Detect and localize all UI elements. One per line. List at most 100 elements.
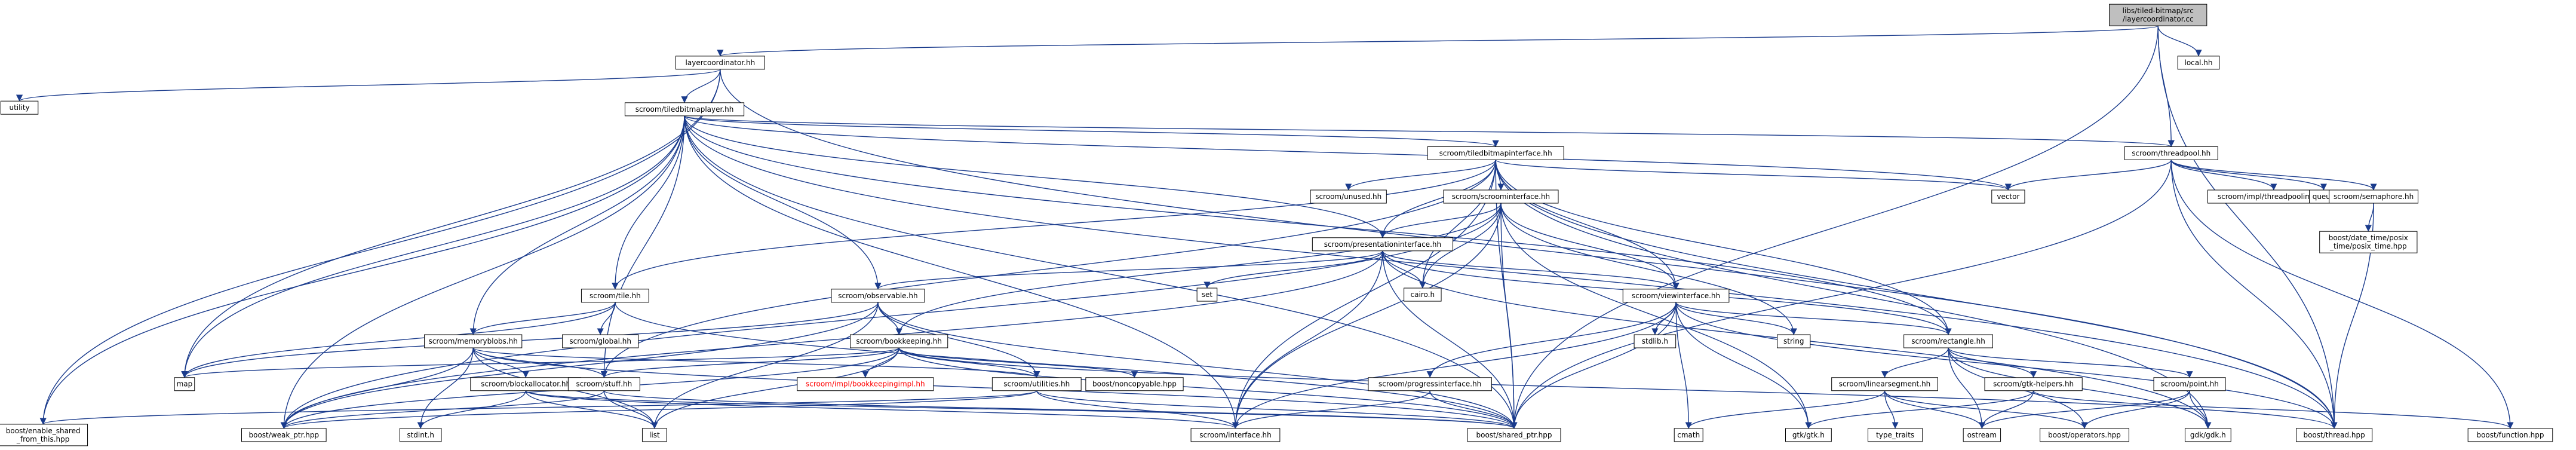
- node-label: scroom/bookkeeping.hh: [856, 337, 942, 345]
- node-label: map: [177, 380, 193, 388]
- node-box: [567, 377, 640, 391]
- node-label: gtk/gtk.h: [1792, 431, 1825, 439]
- node-layercoordinator[interactable]: layercoordinator.hh: [675, 56, 765, 70]
- node-label: scroom/gtk-helpers.hh: [1993, 380, 2074, 388]
- edge-tiledbitmapinterface-to-interface: [1232, 160, 1496, 429]
- edge-tile-to-map: [181, 302, 616, 378]
- node-box: [831, 289, 925, 303]
- node-label: _from_this.hpp: [16, 435, 69, 443]
- node-tiledbitmapinterface[interactable]: scroom/tiledbitmapinterface.hh: [1427, 146, 1564, 160]
- edge-observable-to-bookkeeping: [877, 302, 902, 335]
- node-linearsegment[interactable]: scroom/linearsegment.hh: [1831, 377, 1938, 391]
- node-weak_ptr: boost/weak_ptr.hpp: [241, 428, 327, 442]
- node-interface[interactable]: scroom/interface.hh: [1190, 428, 1281, 442]
- node-progressinterface[interactable]: scroom/progressinterface.hh: [1368, 377, 1492, 391]
- edge-tiledbitmapinterface-to-vector: [1495, 159, 2012, 191]
- node-presentationinterface[interactable]: scroom/presentationinterface.hh: [1312, 237, 1454, 252]
- node-box: [1991, 189, 2025, 204]
- node-threadpoolimpl[interactable]: scroom/impl/threadpoolimpl.hh: [2207, 189, 2340, 204]
- node-shared_ptr: boost/shared_ptr.hpp: [1467, 428, 1561, 442]
- edge-tiledbitmapinterface-to-cairo: [1419, 160, 1496, 289]
- node-unused[interactable]: scroom/unused.hh: [1310, 189, 1387, 204]
- edge-viewinterface-to-progressinterface: [1426, 302, 1677, 378]
- node-box: [174, 377, 195, 391]
- node-label: _time/posix_time.hpp: [2329, 242, 2407, 250]
- node-box: [2296, 428, 2373, 442]
- node-box: [562, 334, 639, 348]
- node-function: boost/function.hpp: [2467, 428, 2553, 442]
- edge-tile-to-shared_ptr: [615, 302, 1518, 429]
- node-viewinterface[interactable]: scroom/viewinterface.hh: [1622, 289, 1730, 303]
- node-label: boost/enable_shared: [6, 427, 81, 435]
- node-box: [850, 334, 948, 348]
- node-label: scroom/point.hh: [2160, 380, 2219, 388]
- edge-layercoordinator-to-tiledbitmaplayer: [681, 69, 721, 103]
- node-local[interactable]: local.hh: [2177, 56, 2220, 70]
- node-box: [1674, 428, 1703, 442]
- node-root[interactable]: libs/tiled-bitmap/src/layercoordinator.c…: [2109, 4, 2207, 26]
- node-cairo: cairo.h: [1404, 287, 1442, 302]
- node-label: scroom/impl/threadpoolimpl.hh: [2218, 192, 2330, 201]
- node-utilities[interactable]: scroom/utilities.hh: [991, 377, 1082, 391]
- edge-rectangle-to-ostream: [1948, 348, 1985, 429]
- node-threadpool[interactable]: scroom/threadpool.hh: [2124, 146, 2218, 160]
- node-bookkeepingimpl[interactable]: scroom/impl/bookkeepingimpl.hh: [797, 377, 934, 391]
- node-utility: utility: [0, 100, 39, 115]
- node-bookkeeping[interactable]: scroom/bookkeeping.hh: [850, 334, 948, 348]
- node-box: [1196, 287, 1218, 302]
- node-map: map: [174, 377, 195, 391]
- node-box: [1634, 334, 1677, 348]
- node-tiledbitmaplayer[interactable]: scroom/tiledbitmaplayer.hh: [624, 102, 745, 117]
- edge-stuff-to-weak_ptr: [280, 390, 605, 429]
- node-string: string: [1777, 334, 1811, 348]
- node-label: scroom/viewinterface.hh: [1632, 292, 1720, 300]
- node-label: cmath: [1677, 431, 1700, 439]
- node-label: boost/operators.hpp: [2048, 431, 2121, 439]
- edge-bookkeeping-to-list: [651, 348, 899, 429]
- edge-threadpool-to-queue: [2170, 160, 2327, 191]
- node-box: [1443, 189, 1559, 204]
- node-label: string: [1783, 337, 1804, 345]
- node-label: scroom/threadpool.hh: [2132, 149, 2210, 157]
- node-label: scroom/presentationinterface.hh: [1324, 240, 1441, 249]
- edge-bookkeeping-to-shared_ptr: [898, 347, 1518, 429]
- edge-tiledbitmaplayer-to-presentationinterface: [684, 115, 1386, 238]
- node-box: [1427, 146, 1564, 160]
- edge-scroominterface-to-string: [1500, 203, 1797, 335]
- node-gtkhelpers[interactable]: scroom/gtk-helpers.hh: [1984, 377, 2083, 391]
- nodes-layer: libs/tiled-bitmap/src/layercoordinator.c…: [0, 4, 2553, 446]
- node-rectangle[interactable]: scroom/rectangle.hh: [1903, 334, 1993, 348]
- edge-bookkeeping-to-noncopyable: [898, 347, 1138, 378]
- node-semaphore[interactable]: scroom/semaphore.hh: [2329, 189, 2419, 204]
- node-stuff[interactable]: scroom/stuff.hh: [567, 377, 640, 391]
- node-label: scroom/rectangle.hh: [1911, 337, 1985, 345]
- node-blockallocator[interactable]: scroom/blockallocator.hh: [470, 377, 582, 391]
- edge-utilities-to-interface: [1036, 390, 1239, 429]
- node-point[interactable]: scroom/point.hh: [2153, 377, 2226, 391]
- node-posix_time: boost/date_time/posix_time/posix_time.hp…: [2319, 231, 2418, 253]
- node-observable[interactable]: scroom/observable.hh: [831, 289, 925, 303]
- node-tile[interactable]: scroom/tile.hh: [581, 289, 649, 303]
- node-label: boost/weak_ptr.hpp: [249, 431, 320, 439]
- node-box: [2153, 377, 2226, 391]
- edge-memoryblobs-to-weak_ptr: [280, 348, 474, 429]
- node-stdint: stdint.h: [399, 428, 442, 442]
- edge-tiledbitmapinterface-to-rectangle: [1495, 160, 1952, 335]
- node-global[interactable]: scroom/global.hh: [562, 334, 639, 348]
- node-operators: boost/operators.hpp: [2040, 428, 2129, 442]
- node-label: scroom/unused.hh: [1315, 192, 1381, 201]
- node-label: scroom/progressinterface.hh: [1378, 380, 1481, 388]
- node-memoryblobs[interactable]: scroom/memoryblobs.hh: [424, 334, 523, 348]
- node-ostream: ostream: [1963, 428, 2001, 442]
- node-box: [1085, 377, 1184, 391]
- node-label: scroom/global.hh: [569, 337, 631, 345]
- node-label: scroom/linearsegment.hh: [1839, 380, 1931, 388]
- node-label: scroom/semaphore.hh: [2334, 192, 2414, 201]
- edge-viewinterface-to-interface: [1232, 302, 1677, 429]
- edge-bookkeeping-to-map: [181, 347, 899, 378]
- node-box: [1467, 428, 1561, 442]
- edge-tiledbitmapinterface-to-stuff: [600, 160, 1496, 378]
- edge-layercoordinator-to-enable_shared: [39, 69, 721, 425]
- node-scroominterface[interactable]: scroom/scroominterface.hh: [1443, 189, 1559, 204]
- node-label: layercoordinator.hh: [686, 59, 756, 67]
